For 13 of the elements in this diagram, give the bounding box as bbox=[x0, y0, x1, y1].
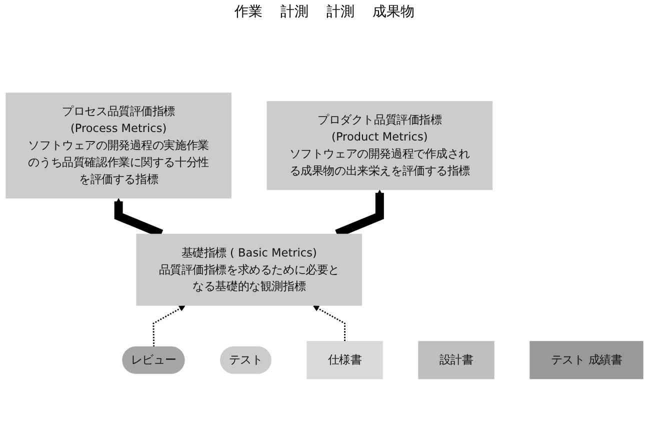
node-box: 基礎指標 ( Basic Metrics) 品質評価指標を求めるために必要となる基礎的な観測指標 bbox=[136, 234, 362, 306]
node-box: プロダクト品質評価指標 (Product Metrics) ソフトウェアの開発過程で作成される成果物の出来栄えを評価する指標 bbox=[266, 101, 493, 190]
node-box: テスト 成績書 bbox=[530, 341, 644, 380]
annotation-text: 成果物 bbox=[372, 3, 414, 21]
node-box: レビュー bbox=[122, 346, 185, 374]
annotation-text: 計測 bbox=[280, 3, 308, 21]
node-box: プロセス品質評価指標 (Process Metrics) ソフトウェアの開発過程の実施作業のうち品質確認作業に関する十分性を評価する指標 bbox=[6, 92, 232, 199]
node-box: 設計書 bbox=[418, 341, 494, 380]
arrow bbox=[152, 306, 186, 347]
arrow bbox=[313, 306, 346, 342]
node-box: 仕様書 bbox=[306, 341, 383, 380]
annotation-text: 計測 bbox=[326, 3, 354, 21]
annotation-text: 作業 bbox=[234, 3, 262, 21]
